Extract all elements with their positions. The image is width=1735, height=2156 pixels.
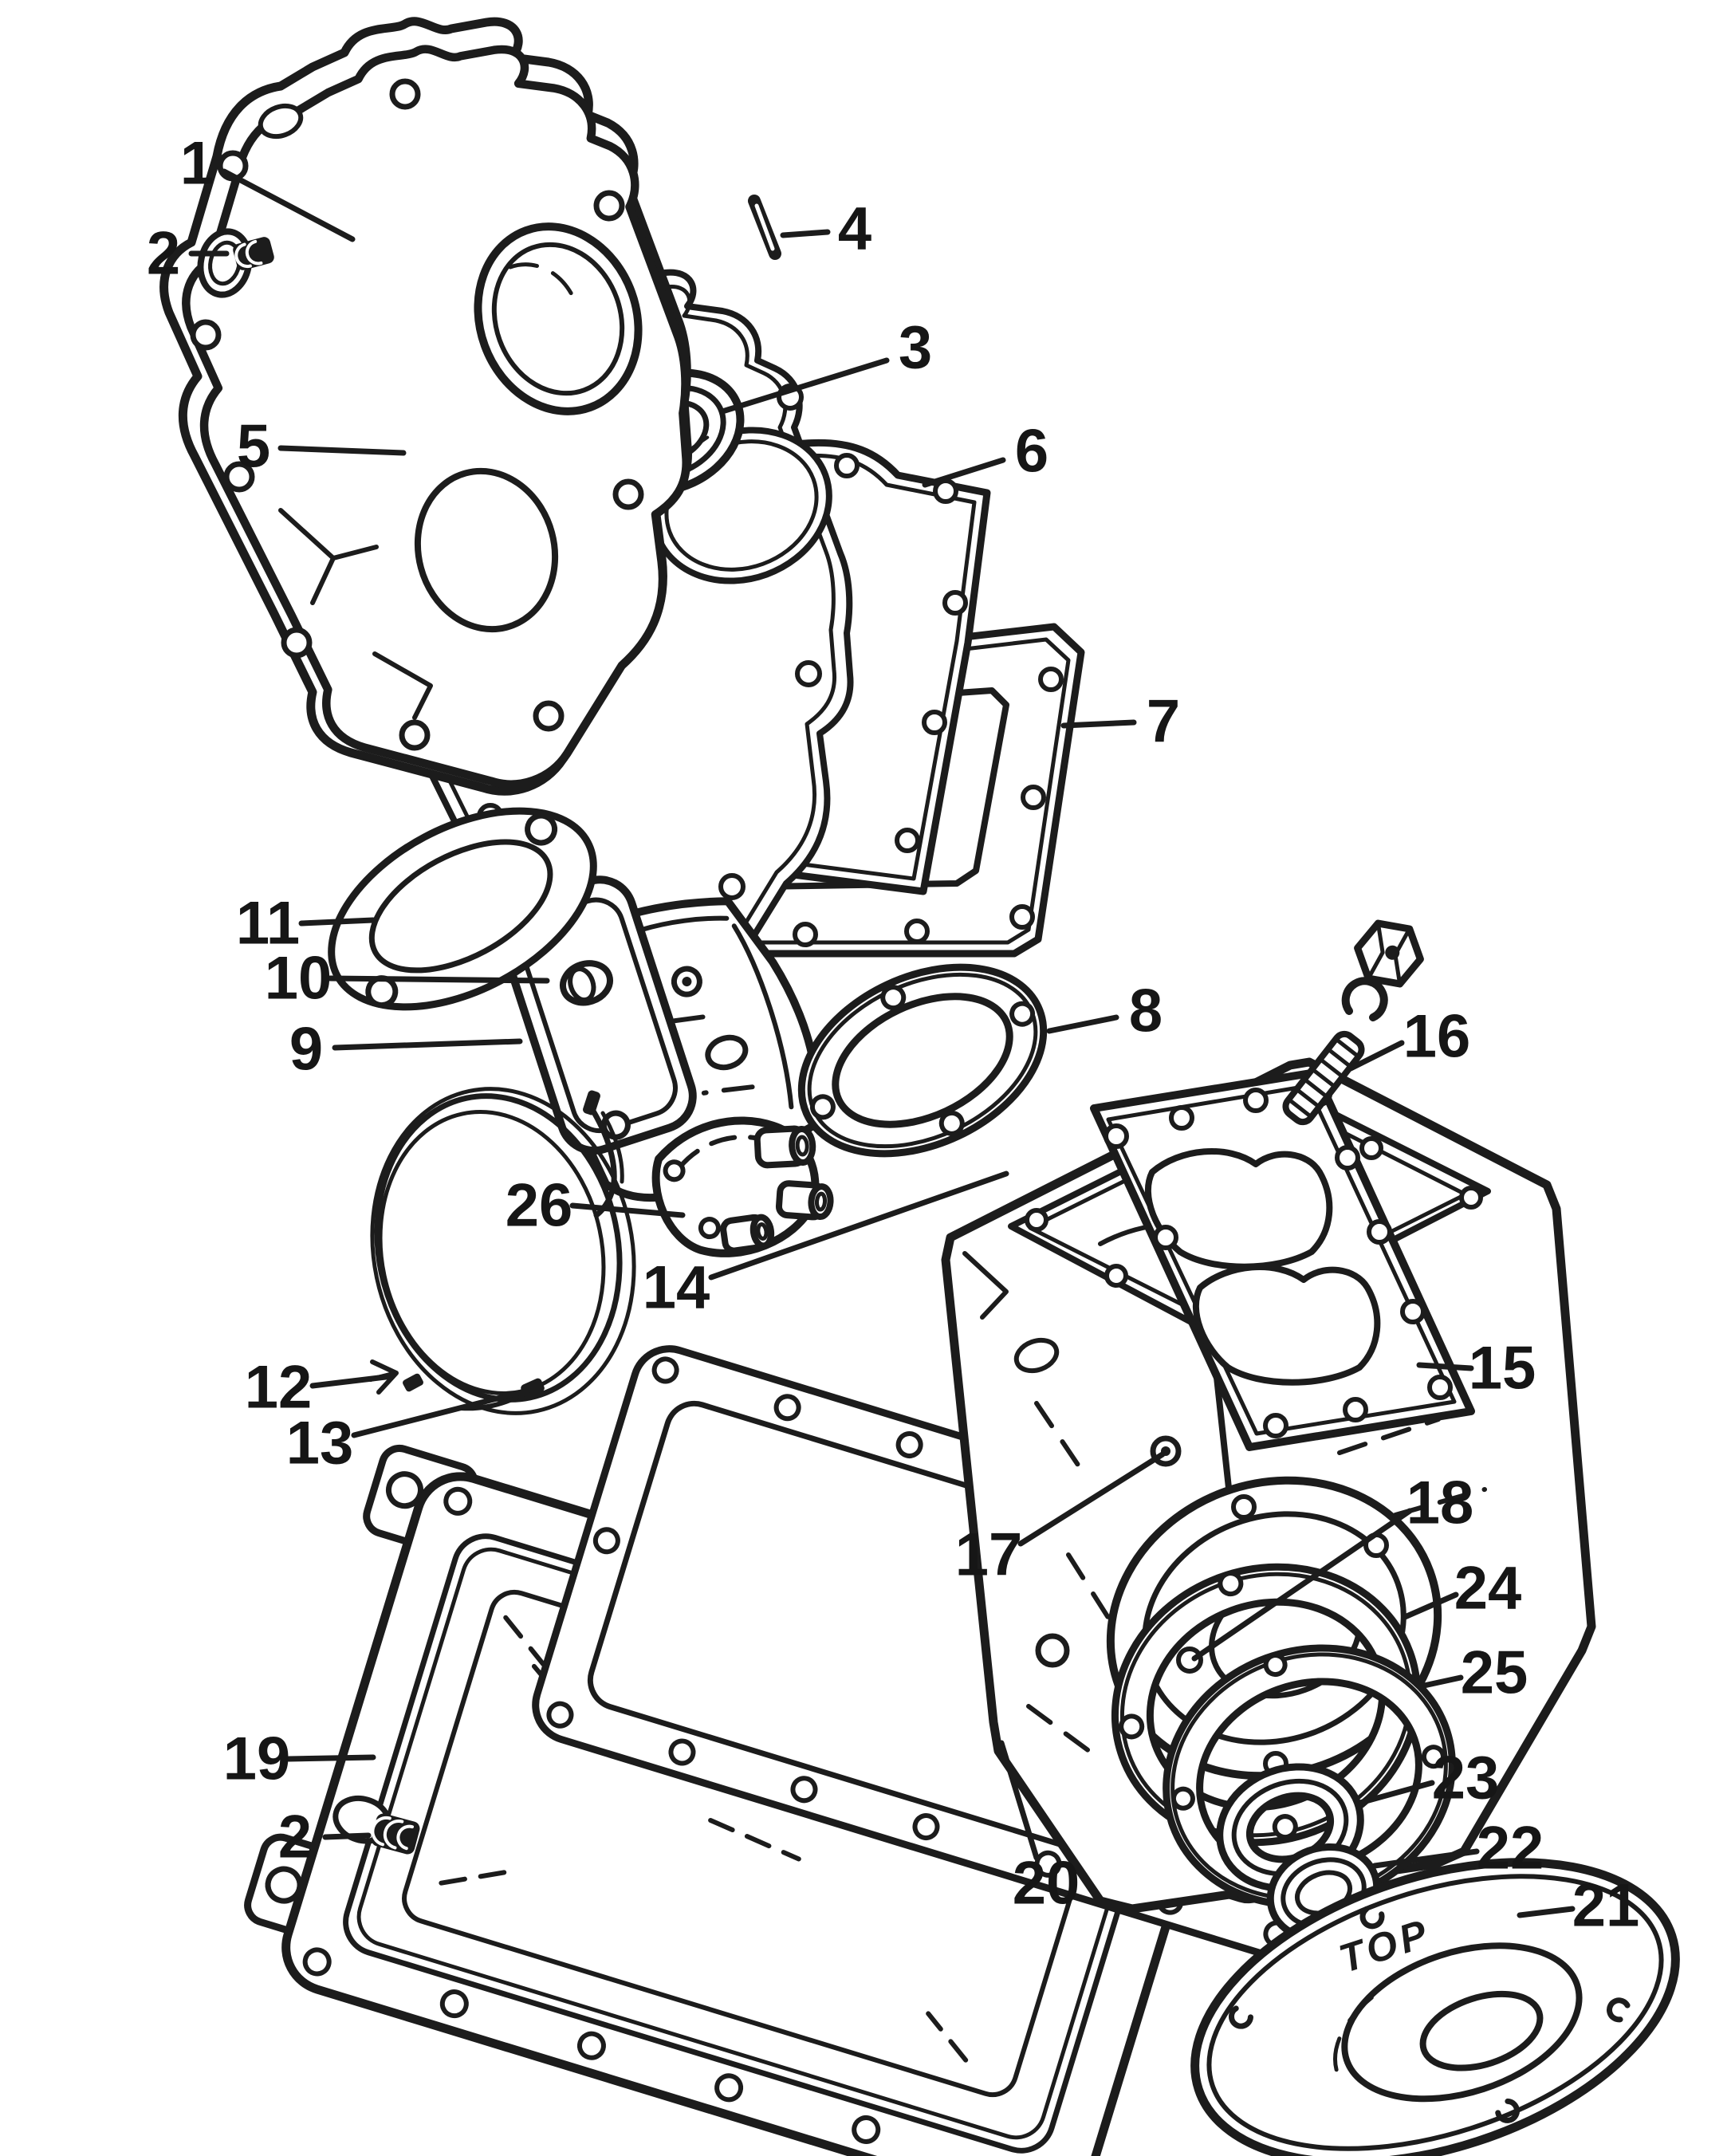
callout-24: 24 <box>1402 1555 1522 1623</box>
callout-14: 14 <box>643 1170 1009 1322</box>
callout-leader-line <box>322 1832 372 1840</box>
part-11-gasket <box>328 807 597 1011</box>
callout-leader-line <box>780 229 831 238</box>
callout-leader-line <box>309 1373 395 1389</box>
callout-19: 19 <box>223 1725 376 1793</box>
callout-number: 3 <box>899 314 932 382</box>
callout-12: 12 <box>245 1354 395 1422</box>
callout-leader-line <box>1046 1014 1119 1034</box>
callout-leader-line <box>277 445 407 456</box>
callout-number: 13 <box>286 1410 354 1477</box>
callout-8: 8 <box>1046 978 1163 1045</box>
callout-number: 11 <box>236 890 300 958</box>
callout-number: 20 <box>1013 1850 1080 1918</box>
callout-number: 17 <box>955 1521 1023 1589</box>
callout-number: 18 <box>1406 1469 1474 1537</box>
part-4-pin <box>748 195 781 260</box>
callout-leader-line <box>719 357 890 415</box>
callout-number: 19 <box>223 1725 291 1793</box>
callout-number: 21 <box>1572 1872 1640 1940</box>
callout-number: 9 <box>289 1016 323 1084</box>
callout-leader-line <box>998 1740 1040 1861</box>
callout-number: 4 <box>838 195 871 263</box>
callout-leader-line <box>1402 1591 1459 1620</box>
callout-leader-line <box>221 168 356 242</box>
callout-leader-line <box>327 975 550 984</box>
part-15-gasket <box>1090 1068 1475 1451</box>
callout-11: 11 <box>236 890 376 958</box>
callout-leader-line <box>1060 719 1137 729</box>
callout-number: 10 <box>265 945 332 1013</box>
callout-16: 16 <box>1347 1003 1471 1072</box>
part-2-plug-upper <box>233 237 274 270</box>
callout-number: 26 <box>506 1172 573 1240</box>
callout-9: 9 <box>289 1016 523 1084</box>
part-8-gasket <box>797 963 1048 1158</box>
callout-leader-line <box>351 1387 531 1438</box>
callout-4: 4 <box>780 195 871 263</box>
callout-5: 5 <box>237 413 407 481</box>
callout-leader-line <box>708 1170 1009 1281</box>
callout-leader-line <box>332 1038 523 1051</box>
part-21-cover-plate: TOP <box>1190 1858 1680 2156</box>
callout-number: 15 <box>1469 1335 1536 1403</box>
callout-15: 15 <box>1416 1335 1536 1403</box>
callout-10: 10 <box>265 945 550 1013</box>
callout-leader-line <box>285 1754 376 1762</box>
callout-21: 21 <box>1517 1872 1640 1940</box>
part-26-pump-ports <box>651 1116 834 1257</box>
callout-number: 23 <box>1432 1745 1500 1812</box>
callout-leader-line <box>1416 1362 1474 1371</box>
callout-17: 17 <box>955 1451 1166 1589</box>
callout-number: 12 <box>245 1354 313 1422</box>
callout-number: 7 <box>1147 688 1180 756</box>
callout-number: 8 <box>1129 978 1163 1045</box>
callout-18: 18 <box>1191 1469 1474 1662</box>
callout-number: 14 <box>643 1254 710 1322</box>
callout-3: 3 <box>719 314 932 415</box>
callout-leader-line <box>298 917 376 927</box>
callout-20: 20 <box>998 1740 1080 1918</box>
callout-leader-line <box>922 457 1006 488</box>
callout-23: 23 <box>1354 1745 1500 1812</box>
callout-number: 25 <box>1461 1639 1528 1707</box>
callout-number: 2 <box>278 1804 312 1871</box>
callout-leader-line <box>1191 1508 1413 1662</box>
callout-number: 2 <box>147 220 180 288</box>
callout-number: 22 <box>1477 1815 1544 1883</box>
callout-number: 16 <box>1403 1003 1471 1071</box>
callout-leader-line <box>1354 1780 1435 1807</box>
part-1-front-cover <box>159 17 692 796</box>
part-2-plug-lower <box>371 1813 420 1855</box>
callout-13: 13 <box>286 1387 531 1477</box>
callout-26: 26 <box>506 1172 686 1240</box>
callout-leader-line <box>1517 1906 1576 1918</box>
callout-number: 24 <box>1454 1555 1522 1623</box>
callout-number: 5 <box>237 413 270 481</box>
callout-leader-line <box>1017 1451 1166 1547</box>
part-16-stud <box>1282 919 1424 1126</box>
callout-7: 7 <box>1060 688 1180 756</box>
callout-leader-line <box>1371 1848 1480 1869</box>
callout-leader-line <box>1347 1040 1405 1072</box>
callout-1: 1 <box>180 130 356 242</box>
callout-6: 6 <box>922 418 1048 488</box>
callout-number: 1 <box>180 130 214 198</box>
callout-2: 2 <box>147 220 230 288</box>
callout-leader-line <box>569 1202 686 1218</box>
callout-2: 2 <box>278 1804 372 1871</box>
callout-22: 22 <box>1371 1815 1544 1883</box>
callout-number: 6 <box>1015 418 1048 486</box>
callout-leader-line <box>1421 1674 1464 1689</box>
callout-25: 25 <box>1421 1639 1528 1707</box>
